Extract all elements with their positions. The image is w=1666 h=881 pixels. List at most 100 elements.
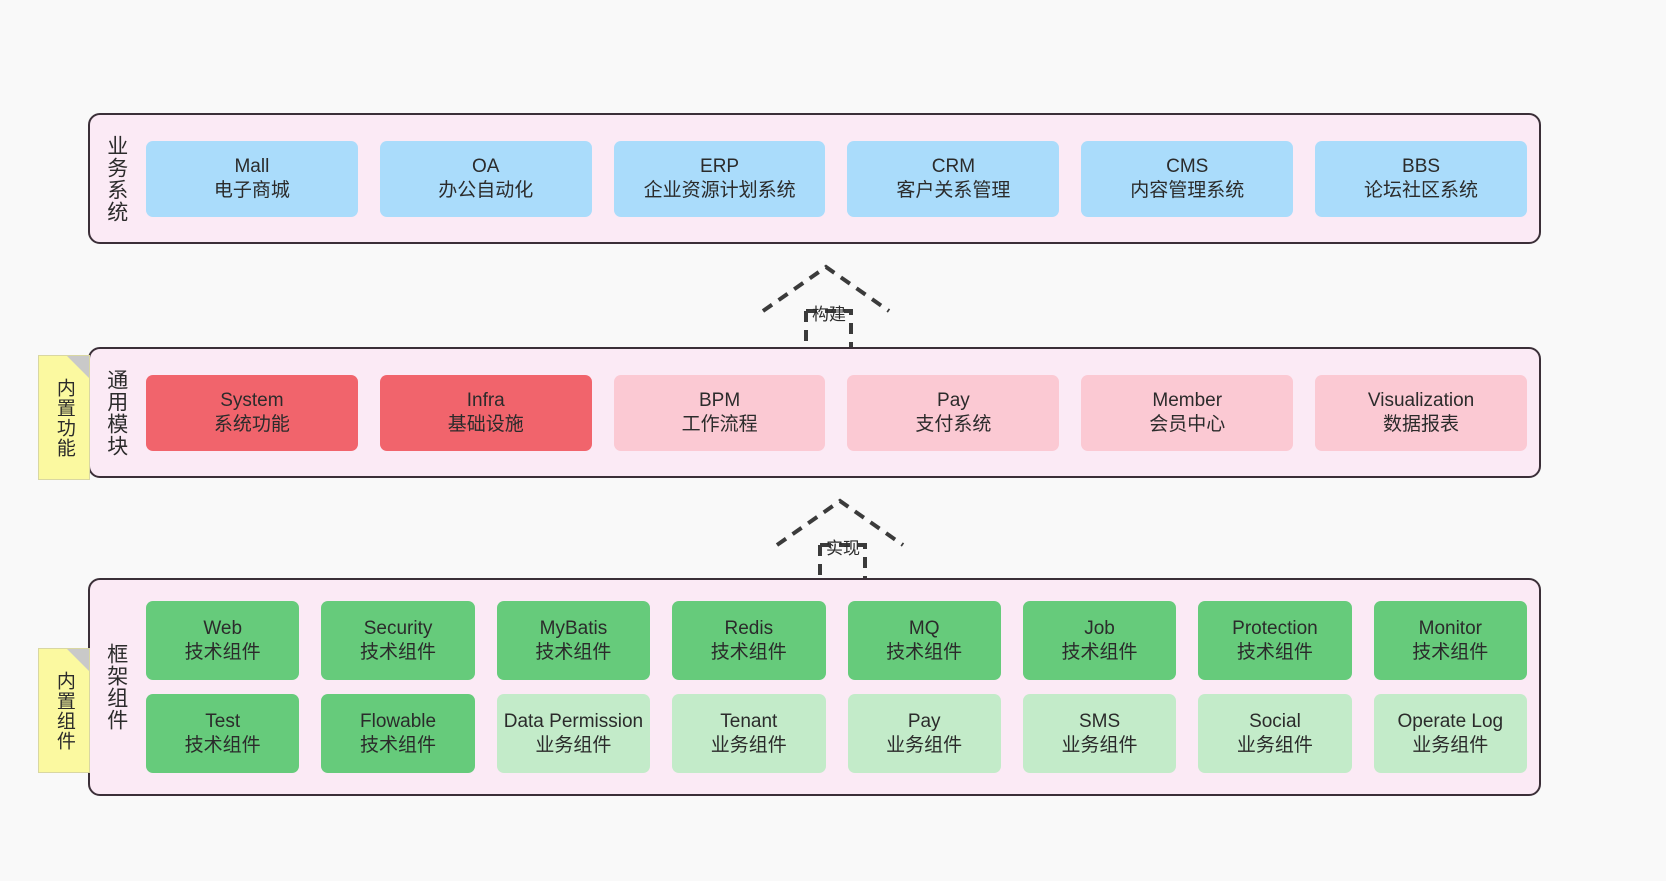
node-flowable-title: Flowable — [360, 711, 437, 733]
node-visualization-title: Visualization — [1367, 390, 1475, 412]
node-bpm-title: BPM — [698, 390, 741, 412]
node-web-subtitle: 技术组件 — [184, 641, 261, 663]
note-builtin-function-label: 内置功能 — [53, 377, 75, 458]
node-protection[interactable]: Protection 技术组件 — [1198, 601, 1352, 680]
row-technical-components: Web 技术组件 Security 技术组件 MyBatis 技术组件 Redi… — [146, 601, 1527, 680]
node-member-subtitle: 会员中心 — [1149, 413, 1226, 435]
node-tenant-title: Tenant — [720, 711, 778, 733]
node-mall-title: Mall — [234, 156, 270, 178]
node-job-title: Job — [1084, 618, 1115, 640]
node-mall[interactable]: Mall 电子商城 — [146, 140, 358, 217]
node-security-title: Security — [363, 618, 433, 640]
node-erp-title: ERP — [700, 156, 740, 178]
node-bpm-subtitle: 工作流程 — [681, 413, 758, 435]
layer-title-common-module: 通用模块 — [104, 368, 128, 457]
node-tenant-subtitle: 业务组件 — [710, 734, 787, 756]
layer-business-system: 业务系统 Mall 电子商城 OA 办公自动化 ERP 企业资源计划系统 CRM… — [88, 113, 1541, 244]
layer-body-business-system: Mall 电子商城 OA 办公自动化 ERP 企业资源计划系统 CRM 客户关系… — [142, 115, 1539, 242]
node-bbs-title: BBS — [1402, 156, 1441, 178]
node-redis-title: Redis — [724, 618, 774, 640]
node-operate-log-subtitle: 业务组件 — [1412, 734, 1489, 756]
layer-framework-component: 框架组件 Web 技术组件 Security 技术组件 MyBatis 技术组件… — [88, 578, 1541, 796]
node-redis-subtitle: 技术组件 — [710, 641, 787, 663]
node-job[interactable]: Job 技术组件 — [1022, 601, 1177, 680]
connector-implement-label: 实现 — [826, 539, 860, 558]
node-data-permission-title: Data Permission — [503, 711, 644, 733]
node-oa-subtitle: 办公自动化 — [438, 179, 534, 201]
node-infra-title: Infra — [466, 390, 505, 412]
node-bbs[interactable]: BBS 论坛社区系统 — [1315, 140, 1527, 217]
node-security-subtitle: 技术组件 — [360, 641, 437, 663]
row-business-systems: Mall 电子商城 OA 办公自动化 ERP 企业资源计划系统 CRM 客户关系… — [146, 140, 1527, 217]
node-pay-component-title: Pay — [907, 711, 941, 733]
node-crm[interactable]: CRM 客户关系管理 — [847, 140, 1060, 217]
node-mybatis-subtitle: 技术组件 — [535, 641, 612, 663]
node-infra[interactable]: Infra 基础设施 — [379, 374, 592, 451]
node-mq-subtitle: 技术组件 — [886, 641, 963, 663]
node-pay-subtitle: 支付系统 — [915, 413, 992, 435]
layer-common-module: 通用模块 System 系统功能 Infra 基础设施 BPM 工作流程 Pay… — [88, 347, 1541, 478]
node-bpm[interactable]: BPM 工作流程 — [613, 374, 826, 451]
connector-build-label: 构建 — [812, 305, 846, 324]
node-visualization-subtitle: 数据报表 — [1383, 413, 1460, 435]
node-protection-subtitle: 技术组件 — [1236, 641, 1313, 663]
node-web[interactable]: Web 技术组件 — [146, 601, 300, 680]
node-data-permission-subtitle: 业务组件 — [535, 734, 612, 756]
node-tenant[interactable]: Tenant 业务组件 — [672, 694, 826, 773]
node-security[interactable]: Security 技术组件 — [321, 601, 475, 680]
node-social-title: Social — [1249, 711, 1301, 733]
node-monitor-title: Monitor — [1418, 618, 1482, 640]
node-mybatis[interactable]: MyBatis 技术组件 — [496, 601, 651, 680]
node-protection-title: Protection — [1232, 618, 1318, 640]
node-flowable[interactable]: Flowable 技术组件 — [321, 694, 475, 773]
node-sms[interactable]: SMS 业务组件 — [1022, 694, 1177, 773]
node-member-title: Member — [1152, 390, 1223, 412]
node-infra-subtitle: 基础设施 — [447, 413, 524, 435]
node-cms-subtitle: 内容管理系统 — [1130, 179, 1245, 201]
node-crm-subtitle: 客户关系管理 — [896, 179, 1011, 201]
layer-title-framework-component: 框架组件 — [104, 643, 128, 731]
node-system[interactable]: System 系统功能 — [146, 374, 358, 451]
connector-build-arrow — [761, 264, 891, 348]
node-test-title: Test — [205, 711, 241, 733]
node-web-title: Web — [203, 618, 243, 640]
note-fold-corner-icon — [67, 649, 89, 671]
layer-title-business-system: 业务系统 — [104, 134, 128, 223]
node-mall-subtitle: 电子商城 — [213, 179, 290, 201]
node-data-permission[interactable]: Data Permission 业务组件 — [496, 694, 651, 773]
connector-implement-arrow — [775, 498, 905, 582]
node-system-subtitle: 系统功能 — [213, 413, 290, 435]
node-mq[interactable]: MQ 技术组件 — [847, 601, 1001, 680]
row-business-components: Test 技术组件 Flowable 技术组件 Data Permission … — [146, 694, 1527, 773]
connector-implement: 实现 — [772, 496, 918, 582]
node-pay-component[interactable]: Pay 业务组件 — [847, 694, 1001, 773]
node-member[interactable]: Member 会员中心 — [1081, 374, 1294, 451]
layer-body-framework-component: Web 技术组件 Security 技术组件 MyBatis 技术组件 Redi… — [142, 580, 1539, 794]
node-oa[interactable]: OA 办公自动化 — [379, 140, 592, 217]
layer-body-common-module: System 系统功能 Infra 基础设施 BPM 工作流程 Pay 支付系统… — [142, 349, 1539, 476]
node-pay-component-subtitle: 业务组件 — [886, 734, 963, 756]
note-fold-corner-icon — [67, 356, 89, 378]
node-sms-subtitle: 业务组件 — [1061, 734, 1138, 756]
node-redis[interactable]: Redis 技术组件 — [672, 601, 826, 680]
node-erp-subtitle: 企业资源计划系统 — [643, 179, 796, 201]
node-job-subtitle: 技术组件 — [1061, 641, 1138, 663]
node-sms-title: SMS — [1078, 711, 1121, 733]
node-crm-title: CRM — [931, 156, 976, 178]
node-pay[interactable]: Pay 支付系统 — [847, 374, 1060, 451]
node-erp[interactable]: ERP 企业资源计划系统 — [613, 140, 826, 217]
node-visualization[interactable]: Visualization 数据报表 — [1315, 374, 1527, 451]
note-builtin-component: 内置组件 — [38, 648, 90, 773]
node-operate-log[interactable]: Operate Log 业务组件 — [1373, 694, 1527, 773]
node-bbs-subtitle: 论坛社区系统 — [1364, 179, 1479, 201]
node-test-subtitle: 技术组件 — [184, 734, 261, 756]
connector-build: 构建 — [758, 262, 904, 348]
node-oa-title: OA — [472, 156, 500, 178]
node-test[interactable]: Test 技术组件 — [146, 694, 300, 773]
node-social[interactable]: Social 业务组件 — [1198, 694, 1352, 773]
node-monitor[interactable]: Monitor 技术组件 — [1373, 601, 1527, 680]
node-cms-title: CMS — [1166, 156, 1209, 178]
node-monitor-subtitle: 技术组件 — [1412, 641, 1489, 663]
node-cms[interactable]: CMS 内容管理系统 — [1081, 140, 1294, 217]
